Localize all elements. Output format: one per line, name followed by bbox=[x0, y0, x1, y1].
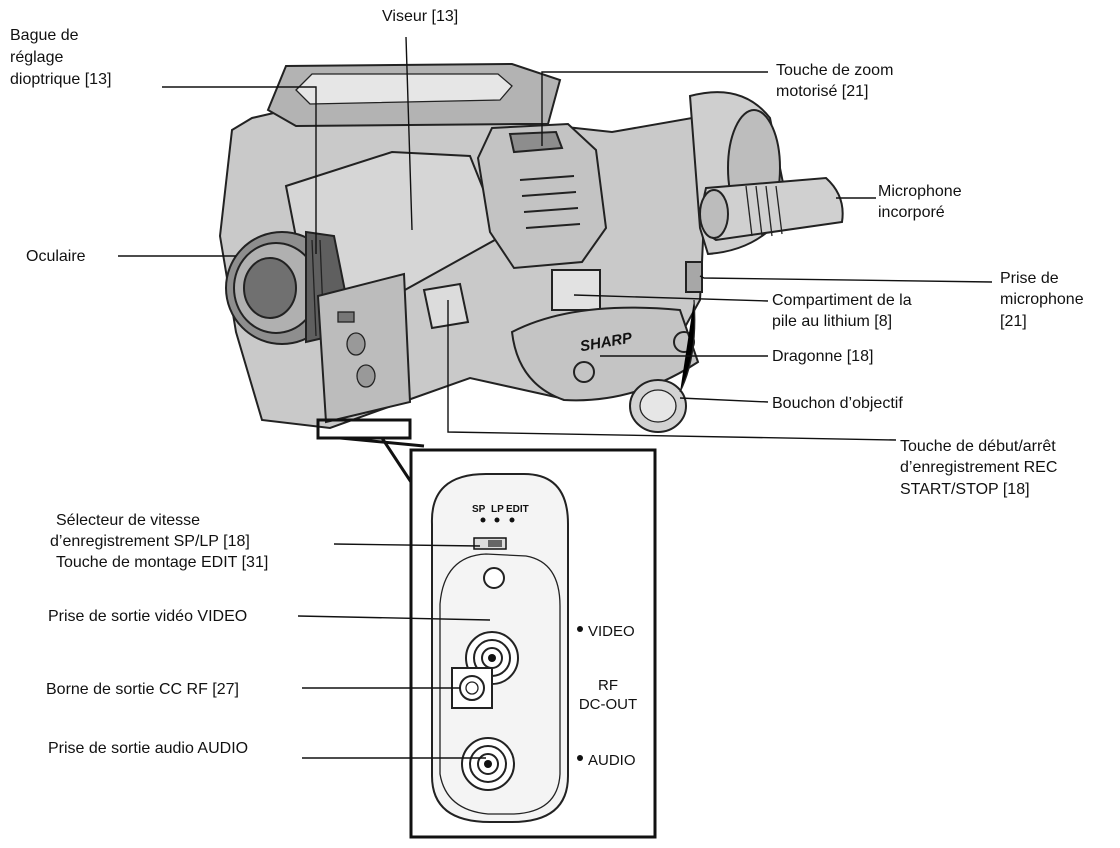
label-battery-compartment-2: pile au lithium [8] bbox=[772, 313, 892, 330]
label-zoom-button-2: motorisé [21] bbox=[776, 83, 868, 100]
label-audio-out: Prise de sortie audio AUDIO bbox=[48, 740, 248, 757]
label-built-in-mic-1: Microphone bbox=[878, 183, 962, 200]
label-mic-jack-3: [21] bbox=[1000, 313, 1027, 330]
label-rf-out: Borne de sortie CC RF [27] bbox=[46, 681, 239, 698]
label-speed-selector-3: Touche de montage EDIT [31] bbox=[56, 554, 268, 571]
switch-mark-edit: EDIT bbox=[506, 504, 529, 515]
camcorder-illustration: SHARP bbox=[218, 62, 844, 433]
label-diopter-ring-2: réglage bbox=[10, 49, 63, 66]
panel-label-audio: AUDIO bbox=[588, 752, 636, 769]
switch-mark-lp: LP bbox=[491, 504, 504, 515]
label-hand-strap: Dragonne [18] bbox=[772, 348, 873, 365]
label-rec-button-2: d’enregistrement REC bbox=[900, 459, 1057, 476]
panel-label-rf: RF bbox=[598, 677, 618, 694]
label-battery-compartment-1: Compartiment de la bbox=[772, 292, 912, 309]
label-mic-jack-1: Prise de bbox=[1000, 270, 1059, 287]
label-speed-selector-1: Sélecteur de vitesse bbox=[56, 512, 200, 529]
label-diopter-ring-3: dioptrique [13] bbox=[10, 71, 111, 88]
audio-jack[interactable] bbox=[461, 737, 515, 791]
label-viewfinder: Viseur [13] bbox=[382, 8, 458, 25]
leader-lines bbox=[118, 36, 993, 759]
panel-label-dc-out: DC-OUT bbox=[579, 696, 637, 713]
label-built-in-mic-2: incorporé bbox=[878, 204, 945, 221]
label-speed-selector-2: d’enregistrement SP/LP [18] bbox=[50, 533, 250, 550]
label-lens-cap: Bouchon d’objectif bbox=[772, 395, 903, 412]
label-zoom-button-1: Touche de zoom bbox=[776, 62, 893, 79]
panel-zoom-view: SP LP EDIT VIDEO bbox=[409, 448, 657, 839]
switch-mark-sp: SP bbox=[472, 504, 486, 515]
callout-labels: Bague de réglage dioptrique [13] Viseur … bbox=[10, 8, 1084, 757]
label-rec-button-3: START/STOP [18] bbox=[900, 481, 1030, 498]
panel-rail bbox=[439, 553, 561, 815]
label-diopter-ring-1: Bague de bbox=[10, 27, 79, 44]
label-mic-jack-2: microphone bbox=[1000, 291, 1084, 308]
panel-indicator bbox=[483, 567, 505, 589]
label-rec-button-1: Touche de début/arrêt bbox=[900, 438, 1056, 455]
label-video-out: Prise de sortie vidéo VIDEO bbox=[48, 608, 247, 625]
panel-label-video: VIDEO bbox=[588, 623, 635, 640]
label-eyepiece: Oculaire bbox=[26, 248, 86, 265]
